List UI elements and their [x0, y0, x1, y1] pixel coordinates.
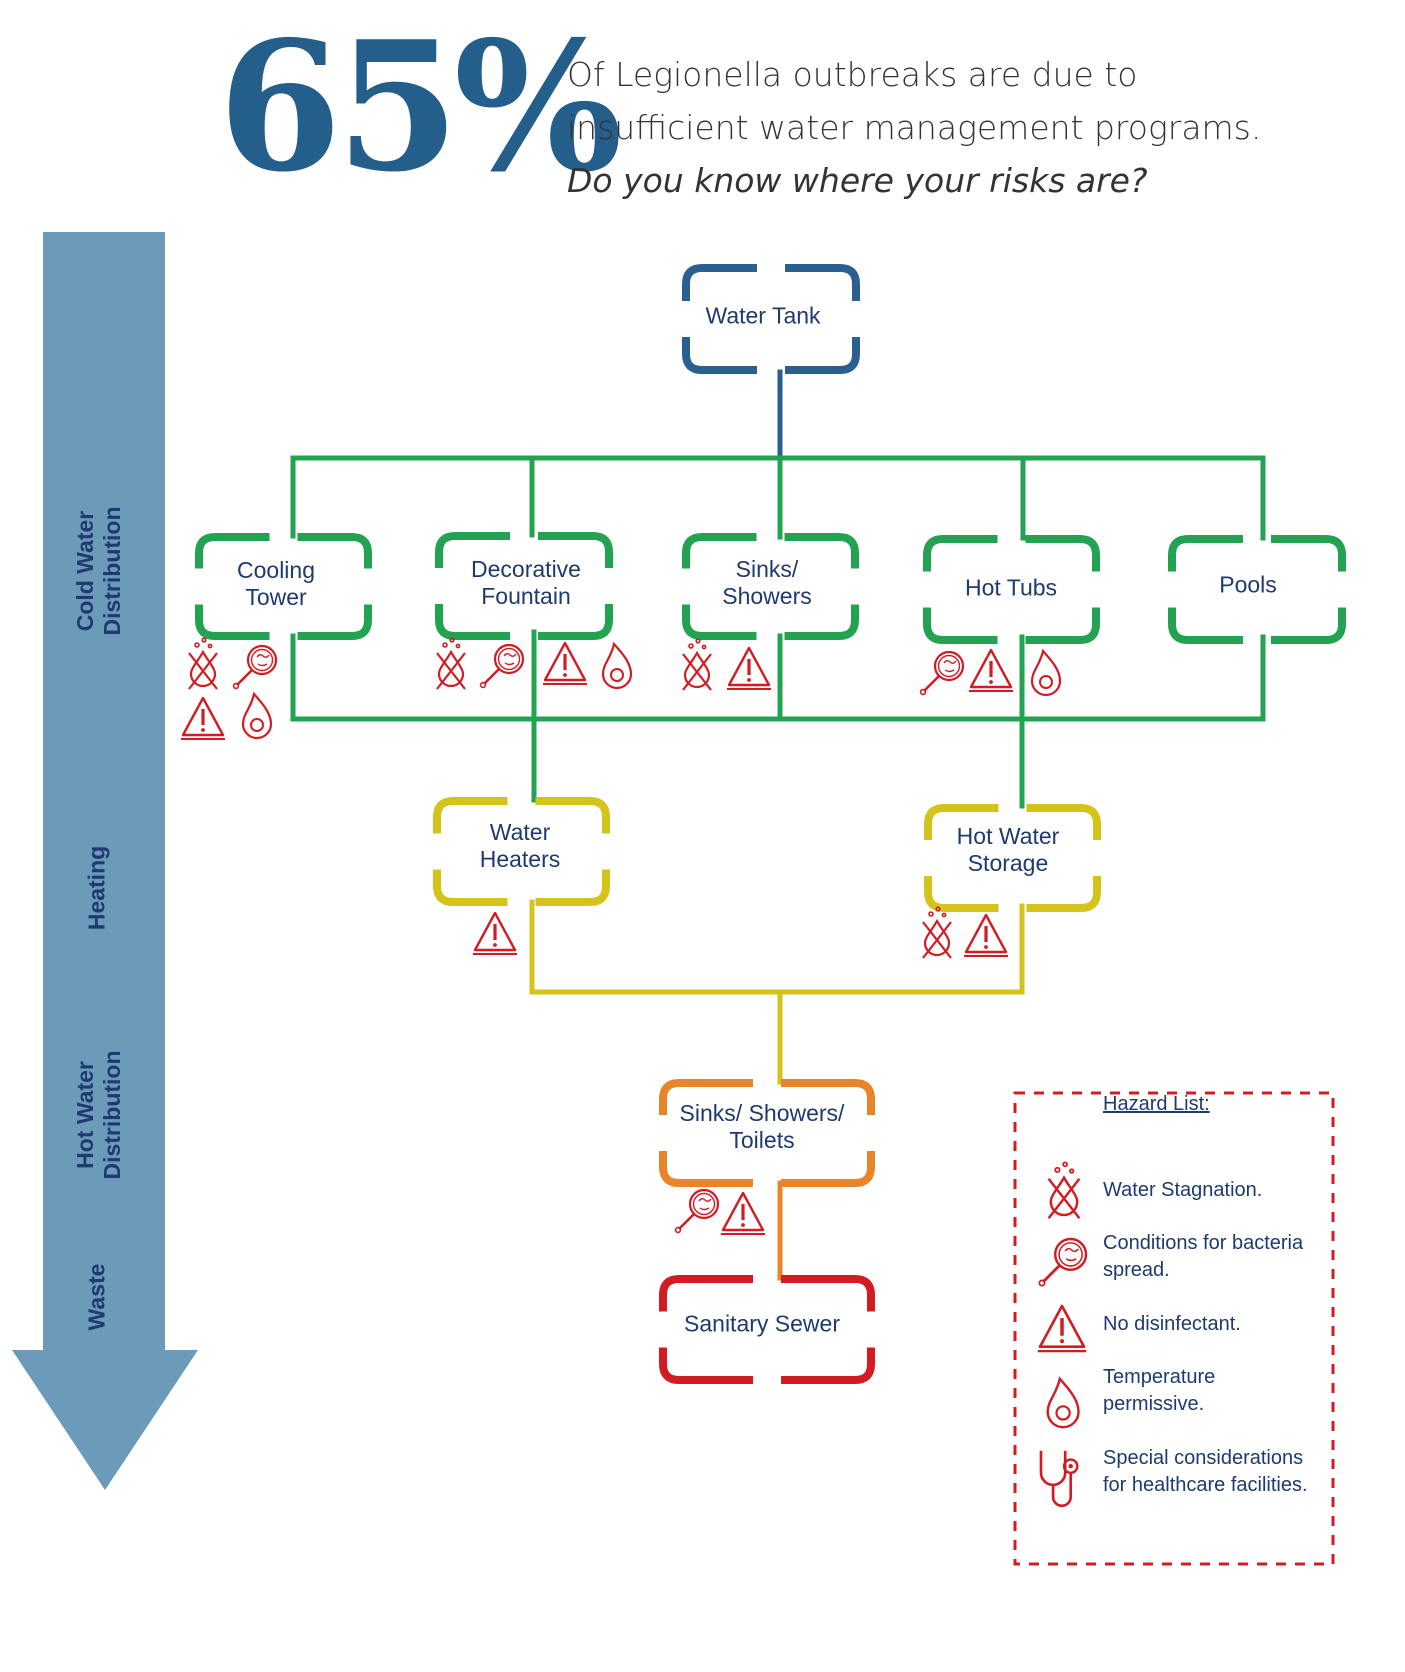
water-stagnation-icon — [435, 637, 467, 691]
stage-label-cold-water: Cold Water Distribution — [72, 506, 125, 636]
node-hot-water-storage-label: Hot Water Storage — [956, 823, 1060, 876]
node-decorative-fountain-label: Decorative Fountain — [471, 556, 581, 609]
temperature-icon — [241, 692, 273, 740]
node-sanitary-sewer-label: Sanitary Sewer — [684, 1310, 840, 1337]
node-water-tank-label: Water Tank — [705, 302, 821, 329]
node-decorative-fountain — [435, 532, 613, 640]
hazard-legend-box — [1013, 1091, 1335, 1566]
bacteria-spread-icon — [674, 1188, 720, 1234]
no-disinfectant-icon — [967, 648, 1015, 693]
node-sinks-showers-toilets-label: Sinks/ Showers/ Toilets — [679, 1100, 845, 1153]
legend-bacteria-spread-icon — [1037, 1237, 1088, 1288]
node-hot-tubs — [923, 535, 1100, 644]
pipe-heating-collector — [529, 899, 1025, 995]
no-disinfectant-icon — [962, 913, 1010, 958]
node-water-heaters — [433, 797, 610, 906]
temperature-icon — [601, 642, 633, 690]
node-hot-water-storage — [924, 804, 1101, 912]
legend-water-stagnation-icon — [1047, 1161, 1081, 1220]
node-hot-tubs-label: Hot Tubs — [964, 574, 1058, 601]
node-cooling-tower-label: Cooling Tower — [237, 557, 315, 610]
node-sinks-showers-label: Sinks/ Showers — [722, 556, 812, 609]
legend-title: Hazard List: — [1103, 1093, 1210, 1115]
node-pools — [1168, 535, 1346, 644]
headline: Of Legionella outbreaks are due to insuf… — [567, 48, 1261, 207]
stage-label-hot-water: Hot Water Distribution — [72, 1050, 125, 1180]
node-cooling-tower — [195, 533, 372, 640]
legend-item-water-stagnation-text: Water Stagnation. — [1103, 1179, 1263, 1201]
stage-label-waste: Waste — [83, 1263, 110, 1331]
legend-item-no-disinfectant-text: No disinfectant. — [1103, 1313, 1241, 1335]
node-sinks-showers — [682, 533, 859, 640]
no-disinfectant-icon — [179, 696, 227, 741]
legend-item-bacteria-text: Conditions for bacteria spread. — [1103, 1232, 1304, 1281]
headline-line-1: Of Legionella outbreaks are due to — [567, 55, 1138, 94]
water-stagnation-icon — [921, 906, 953, 960]
legend-temperature-icon — [1046, 1377, 1080, 1429]
statistic-value: 65% — [218, 2, 623, 211]
node-sinks-showers-toilets — [659, 1079, 875, 1187]
node-pools-label: Pools — [1219, 571, 1277, 598]
node-water-heaters-label: Water Heaters — [479, 819, 561, 872]
legend-item-temperature-text: Temperature permissive. — [1103, 1366, 1216, 1415]
no-disinfectant-icon — [719, 1191, 767, 1236]
legend-stethoscope-icon — [1039, 1449, 1079, 1508]
flow-arrow — [12, 232, 198, 1490]
no-disinfectant-icon — [471, 911, 519, 956]
temperature-icon — [1030, 649, 1062, 697]
legend-no-disinfectant-icon — [1036, 1304, 1088, 1353]
bacteria-spread-icon — [479, 643, 525, 689]
stage-label-heating: Heating — [83, 845, 110, 931]
node-sanitary-sewer — [659, 1275, 875, 1384]
water-stagnation-icon — [187, 637, 219, 691]
water-stagnation-icon — [681, 638, 713, 692]
headline-question: Do you know where your risks are? — [567, 161, 1148, 200]
bacteria-spread-icon — [232, 644, 278, 690]
no-disinfectant-icon — [541, 641, 589, 686]
legend-item-healthcare-text: Special considerations for healthcare fa… — [1103, 1447, 1308, 1496]
node-water-tank — [682, 264, 860, 374]
bacteria-spread-icon — [919, 650, 965, 696]
headline-line-2: insufficient water management programs. — [567, 108, 1262, 147]
no-disinfectant-icon — [725, 646, 773, 691]
